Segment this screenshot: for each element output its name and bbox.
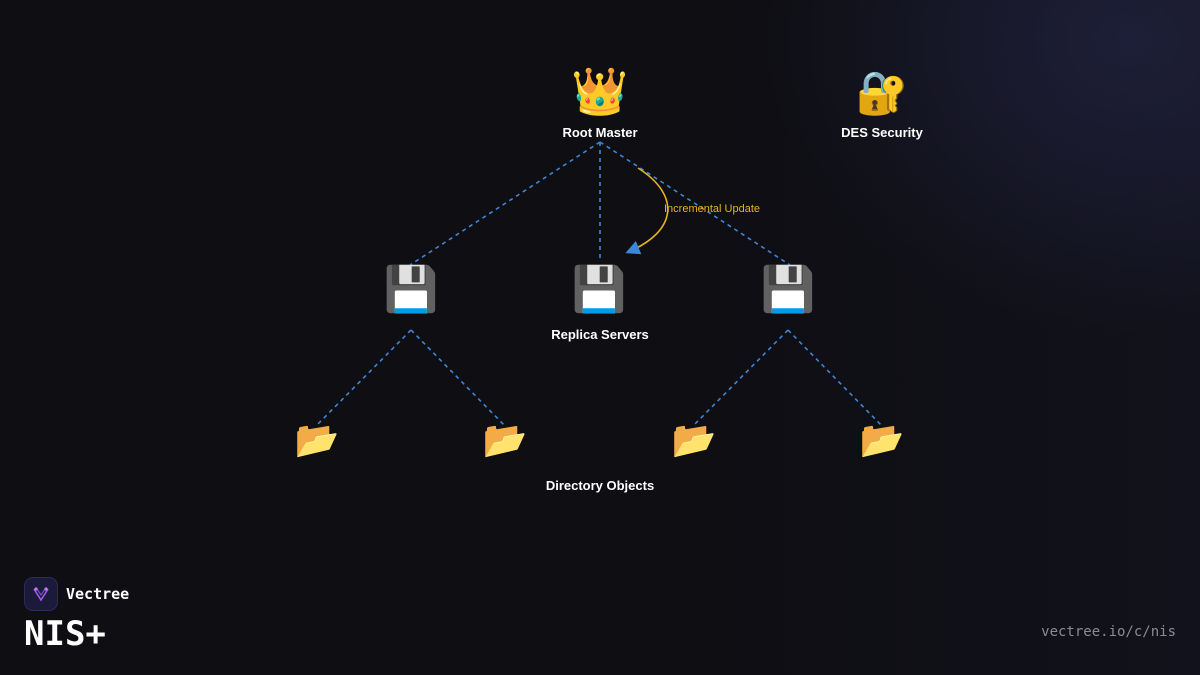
floppy-disk-icon: 💾 [572,264,627,315]
lock-with-key-icon: 🔐 [856,68,908,117]
root-master-label: Root Master [562,125,637,140]
edge-root-replica-right [599,141,791,266]
incremental-update-arrow [625,167,669,255]
replica-servers-label: Replica Servers [551,327,649,342]
brand-name: Vectree [66,585,130,603]
vectree-logo-icon [24,577,58,611]
footer-url[interactable]: vectree.io/c/nis [1041,624,1176,640]
incremental-update-label: Incremental Update [664,203,760,215]
edge-replica-right-folder-4 [787,329,883,427]
edge-replica-left-folder-2 [410,329,506,427]
open-folder-icon: 📂 [860,420,905,461]
edge-replica-right-folder-3 [692,329,789,427]
open-folder-icon: 📂 [295,420,340,461]
crown-icon: 👑 [571,64,628,118]
edge-replica-left-folder-1 [315,329,412,427]
brand: Vectree [24,577,129,611]
edge-root-replica-left [409,141,601,266]
des-security-label: DES Security [841,125,923,140]
floppy-disk-icon: 💾 [761,264,816,315]
page-title: NIS+ [24,614,106,654]
directory-objects-label: Directory Objects [546,478,654,493]
floppy-disk-icon: 💾 [384,264,439,315]
open-folder-icon: 📂 [483,420,528,461]
open-folder-icon: 📂 [672,420,717,461]
